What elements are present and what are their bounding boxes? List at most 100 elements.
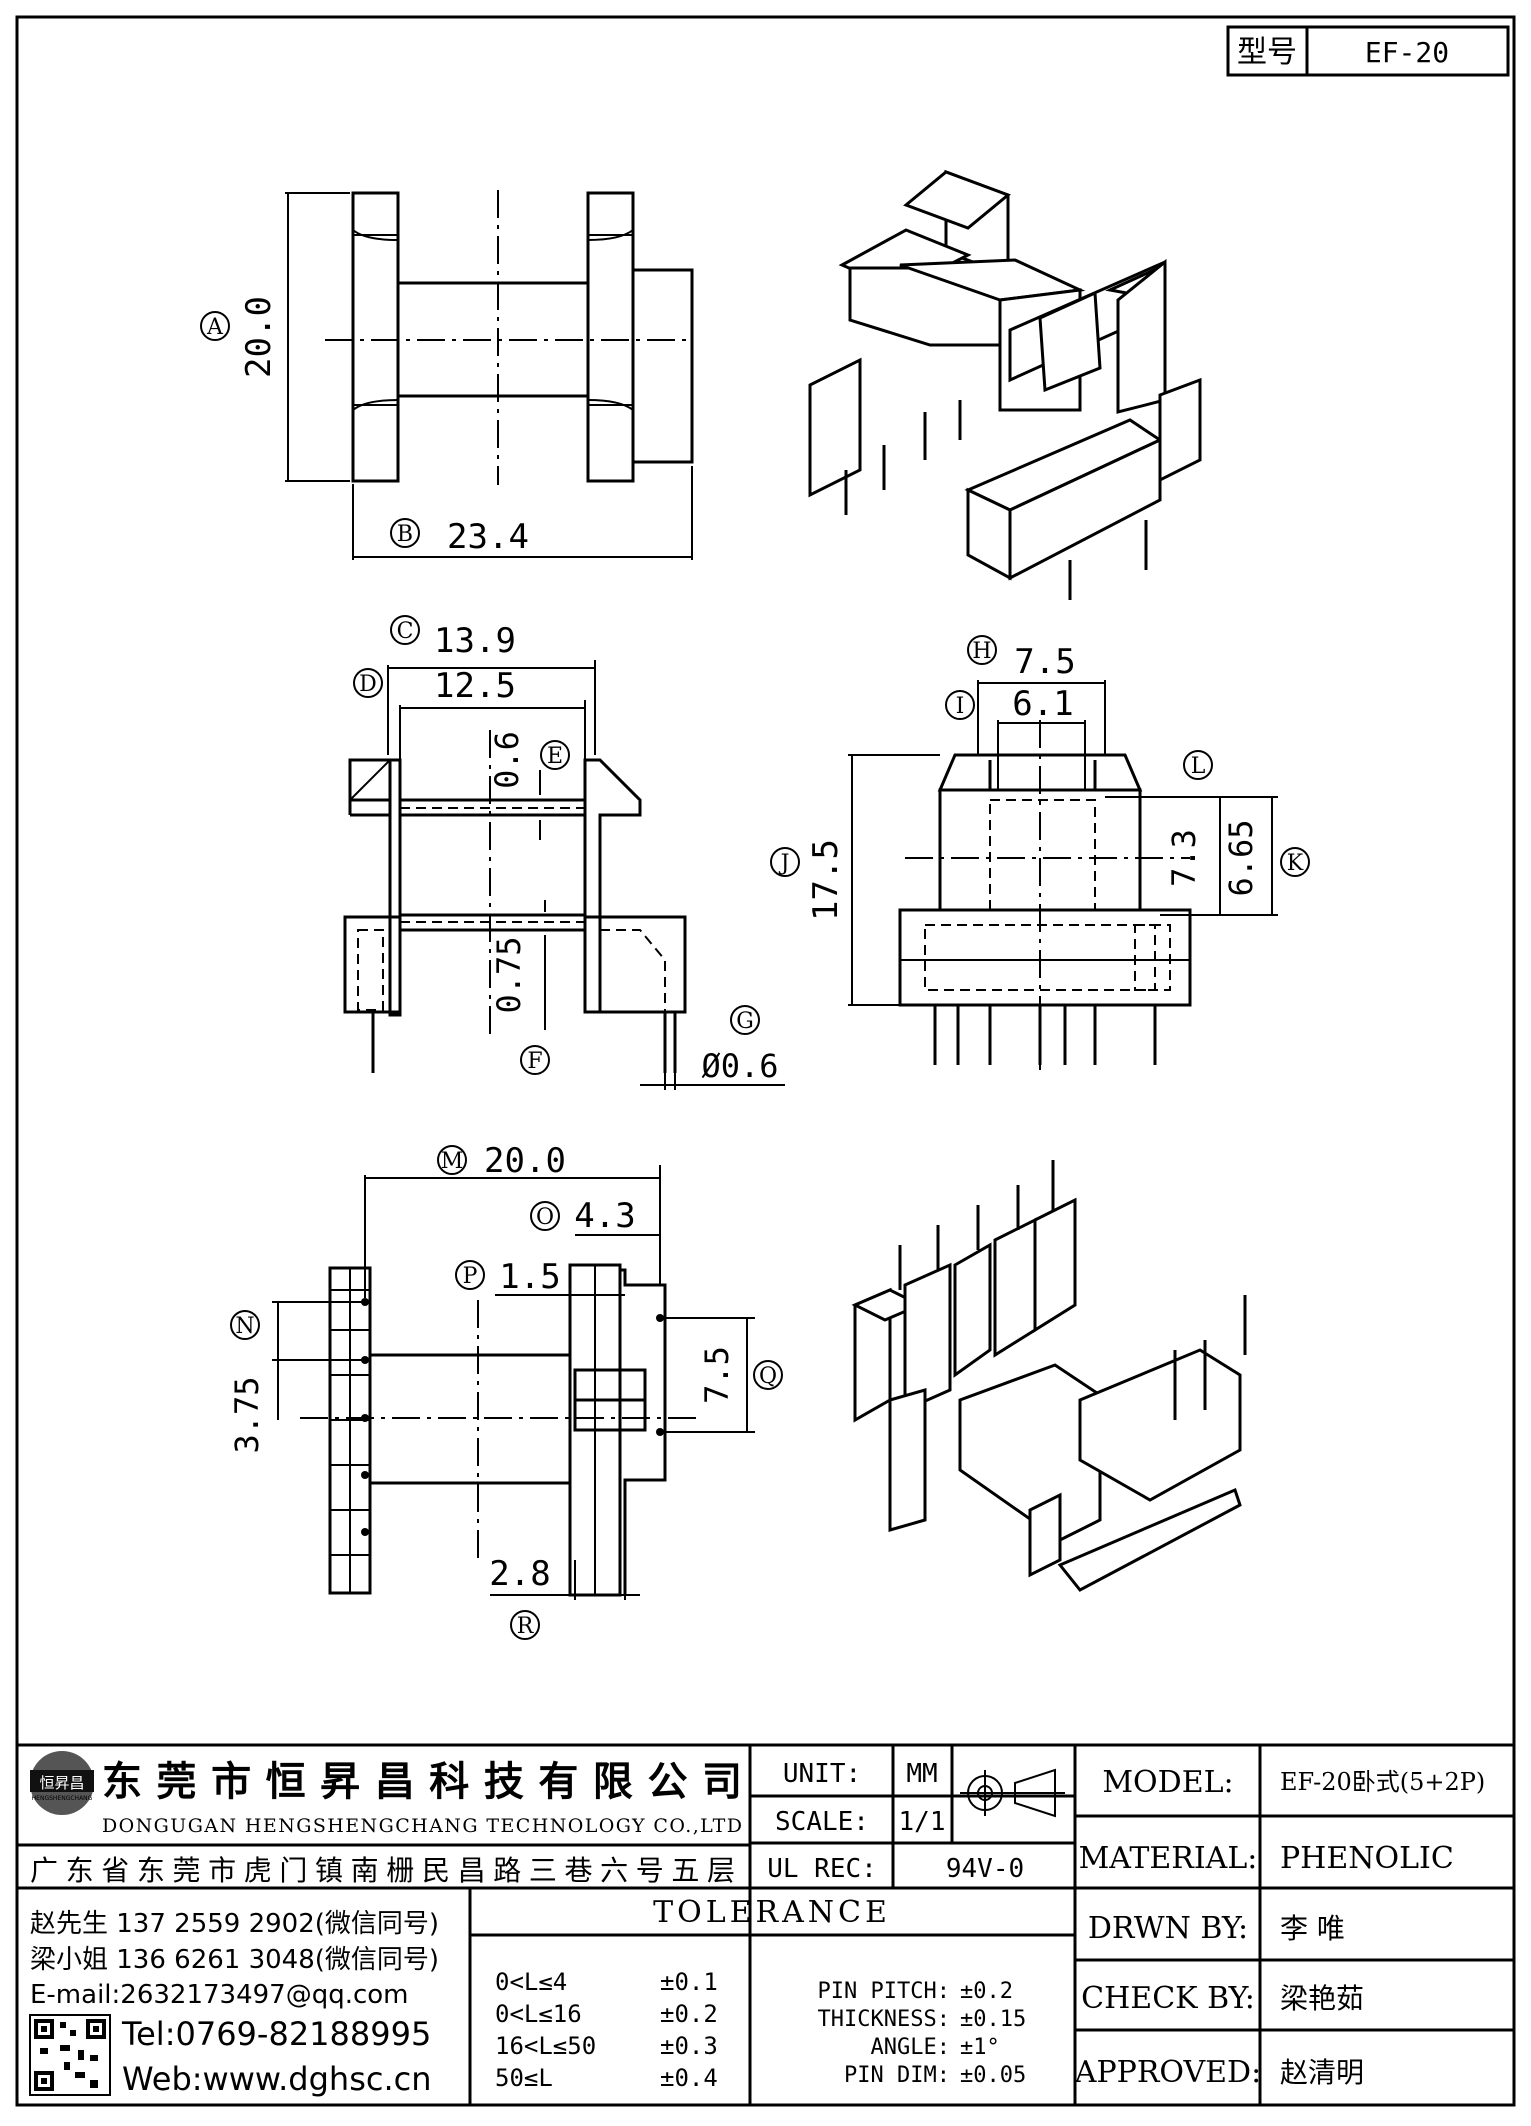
dim-o-tag: O [536,1205,554,1230]
company-name-en: DONGUGAN HENGSHENGCHANG TECHNOLOGY CO.,L… [102,1815,742,1837]
dim-e-value: 0.6 [488,731,526,789]
dim-o-value: 4.3 [574,1196,635,1236]
dim-l-tag: L [1191,754,1206,779]
model-label: MODEL: [1102,1765,1233,1800]
dim-e-tag-circle [540,740,570,770]
dim-a-tag-circle [200,311,230,341]
tolerance-value-1: ±0.1 [660,1968,718,1996]
model-value: EF-20卧式(5+2P) [1280,1768,1485,1796]
side-view: H 7.5 I 6.1 J 17.5 L 7.3 K 6.65 [770,635,1310,1070]
title-block: 恒昇昌 HENGSHENGCHANG 东莞市恒昇昌科技有限公司 DONGUGAN… [17,1743,1514,2105]
dim-a-value: 20.0 [239,296,279,378]
dim-g-tag: G [736,1009,754,1034]
tolerance-range-3: 16<L≤50 [495,2032,596,2060]
dim-q-value: 7.5 [698,1346,736,1404]
bottom-view: M 20.0 O 4.3 P 1.5 N 3.75 Q 7.5 R 2.8 [228,1141,783,1640]
dim-d-tag-circle [353,668,383,698]
ul-label: UL REC: [767,1854,877,1884]
sheet-border [15,15,1516,2107]
tolerance-title: TOLERANCE [653,1895,891,1930]
dim-e-tag: E [547,744,563,769]
contact-2: 梁小姐 136 6261 3048(微信同号) [30,1945,439,1975]
material-value: PHENOLIC [1280,1841,1454,1876]
dim-n-tag-circle [230,1310,260,1340]
dim-m-tag: M [441,1149,464,1174]
tolerance-value-4: ±0.4 [660,2064,718,2092]
contact-tel: Tel:0769-82188995 [121,2015,431,2053]
material-label: MATERIAL: [1079,1841,1258,1876]
dim-j-value: 17.5 [806,839,846,921]
dim-k-tag: K [1287,851,1304,876]
dim-b-tag: B [397,522,413,547]
ul-value: 94V-0 [946,1854,1024,1884]
spec-thickness-value: ±0.15 [960,2007,1026,2032]
spec-pin-dim-label: PIN DIM: [844,2063,950,2088]
dim-h-value: 7.5 [1014,642,1075,682]
dim-c-value: 13.9 [434,621,516,661]
dim-i-tag: I [956,694,965,719]
tolerance-range-2: 0<L≤16 [495,2000,582,2028]
dim-j-tag: J [779,851,790,876]
projection-symbol [960,1768,1065,1818]
spec-angle-label: ANGLE: [871,2035,950,2060]
dim-f-tag: F [527,1049,542,1074]
dim-o-tag-circle [530,1201,560,1231]
model-box-label: 型号 [1237,35,1297,70]
dim-m-value: 20.0 [484,1141,566,1181]
check-value: 梁艳茹 [1280,1982,1364,2015]
dim-c-tag-circle [390,615,420,645]
contact-email: E-mail:2632173497@qq.com [30,1980,409,2010]
company-name-cn: 东莞市恒昇昌科技有限公司 [102,1759,742,1805]
dim-l-value: 7.3 [1165,829,1203,887]
dim-r-tag: R [517,1614,535,1639]
contact-1: 赵先生 137 2559 2902(微信同号) [30,1909,439,1939]
scale-label: SCALE: [775,1807,869,1837]
spec-pin-pitch-label: PIN PITCH: [818,1979,950,2004]
dim-g-tag-circle [730,1005,760,1035]
dim-b-value: 23.4 [447,517,529,557]
dim-p-value: 1.5 [499,1257,560,1297]
dim-q-tag: Q [759,1364,777,1389]
dim-n-tag: N [235,1314,254,1339]
model-box: 型号 EF-20 [1226,25,1510,77]
dim-m-tag-circle [437,1145,467,1175]
dim-r-tag-circle [510,1610,540,1640]
unit-value: MM [906,1759,937,1789]
dim-k-value: 6.65 [1222,819,1260,896]
dim-q-tag-circle [753,1360,783,1390]
dim-g-value: Ø0.6 [701,1047,778,1085]
dim-r-value: 2.8 [489,1554,550,1594]
dim-i-tag-circle [945,690,975,720]
qr-code [29,2014,111,2096]
spec-pin-dim-value: ±0.05 [960,2063,1026,2088]
dim-l-tag-circle [1183,750,1213,780]
dim-j-tag-circle [770,847,800,877]
approved-value: 赵清明 [1280,2056,1364,2089]
check-label: CHECK BY: [1081,1981,1255,2016]
tolerance-range-4: 50≤L [495,2064,553,2092]
dim-b-tag-circle [390,518,420,548]
dim-c-tag: C [397,619,414,644]
dim-k-tag-circle [1280,847,1310,877]
iso-view-top [808,169,1202,600]
dim-n-value: 3.75 [228,1376,266,1453]
spec-pin-pitch-value: ±0.2 [960,1979,1013,2004]
top-view: A 20.0 B 23.4 [200,190,694,560]
dim-f-value: 0.75 [490,936,528,1013]
drawn-label: DRWN BY: [1088,1911,1248,1946]
company-address: 广东省东莞市虎门镇南栅民昌路三巷六号五层 [30,1854,735,1887]
dim-p-tag: P [463,1264,478,1289]
drawn-value: 李 唯 [1280,1912,1345,1945]
dim-h-tag-circle [967,635,997,665]
scale-value: 1/1 [899,1807,946,1837]
spec-thickness-label: THICKNESS: [818,2007,950,2032]
dim-h-tag: H [972,639,991,664]
dim-a-tag: A [206,315,224,340]
dim-i-value: 6.1 [1012,684,1073,724]
tolerance-range-1: 0<L≤4 [495,1968,567,1996]
company-logo-text: 恒昇昌 [39,1774,84,1792]
iso-view-bottom [851,1160,1247,1592]
dim-d-tag: D [359,672,377,697]
approved-label: APPROVED: [1074,2055,1261,2090]
